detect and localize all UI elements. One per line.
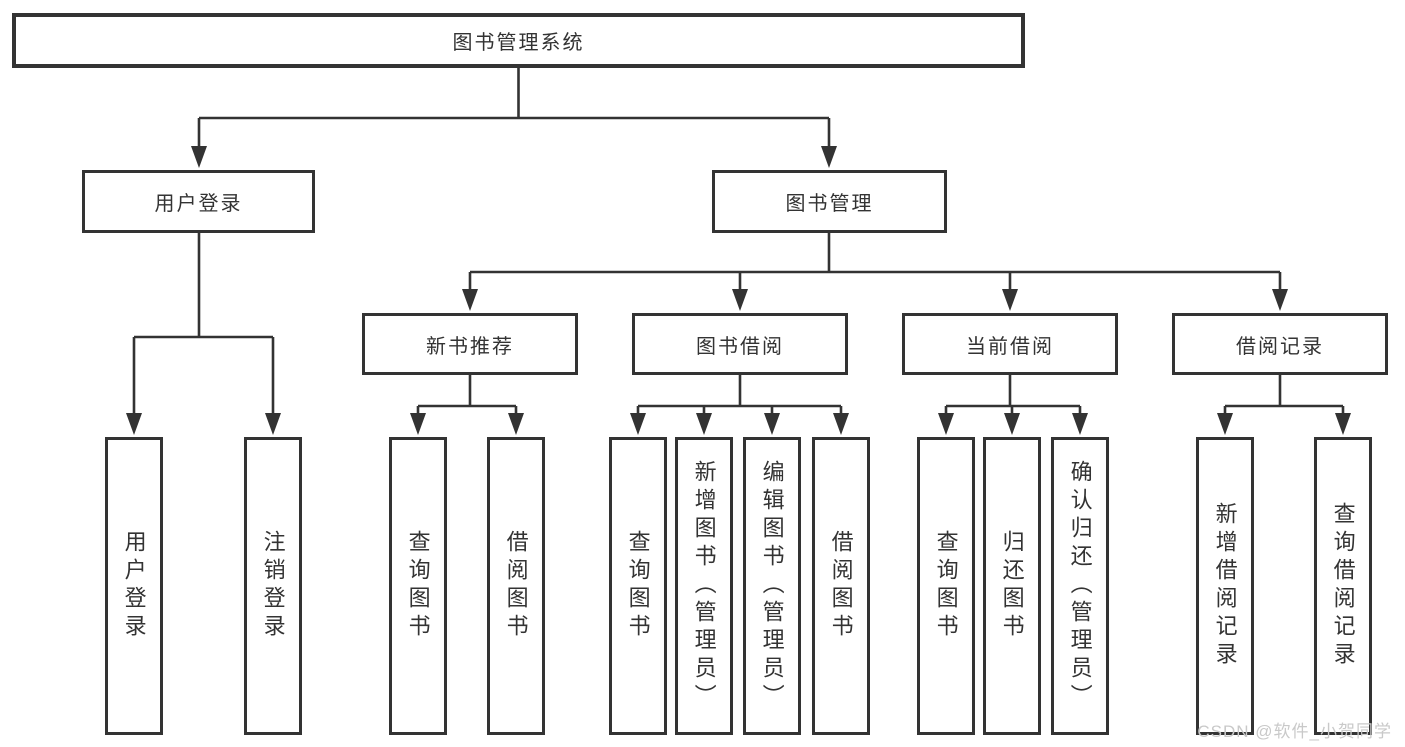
node-new-books-label: 新书推荐 <box>426 335 514 358</box>
node-leaf-current-query-label: 查询图书 <box>933 530 959 642</box>
node-leaf-newbooks-borrow-label: 借阅图书 <box>503 530 529 642</box>
node-leaf-borrow-borrow-label: 借阅图书 <box>828 530 854 642</box>
node-leaf-logout-label: 注销登录 <box>260 530 286 642</box>
node-leaf-newbooks-borrow: 借阅图书 <box>487 437 545 735</box>
node-leaf-records-query: 查询借阅记录 <box>1314 437 1372 735</box>
node-leaf-borrow-query: 查询图书 <box>609 437 667 735</box>
node-leaf-current-query: 查询图书 <box>917 437 975 735</box>
node-user-login: 用户登录 <box>82 170 315 233</box>
node-leaf-current-return-label: 归还图书 <box>999 530 1025 642</box>
node-leaf-records-add: 新增借阅记录 <box>1196 437 1254 735</box>
node-leaf-current-return: 归还图书 <box>983 437 1041 735</box>
node-new-books: 新书推荐 <box>362 313 578 375</box>
node-leaf-borrow-query-label: 查询图书 <box>625 530 651 642</box>
node-leaf-logout: 注销登录 <box>244 437 302 735</box>
node-leaf-records-add-label: 新增借阅记录 <box>1212 502 1238 670</box>
node-book-management-label: 图书管理 <box>785 193 874 215</box>
node-leaf-borrow-edit-label: 编辑图书（管理员） <box>759 460 785 712</box>
watermark: CSDN @软件_小贺同学 <box>1197 722 1392 741</box>
node-leaf-user-login: 用户登录 <box>105 437 163 735</box>
node-leaf-current-confirm: 确认归还（管理员） <box>1051 437 1109 735</box>
node-leaf-borrow-add: 新增图书（管理员） <box>675 437 733 735</box>
node-book-borrowing-label: 图书借阅 <box>696 335 784 358</box>
node-root-label: 图书管理系统 <box>452 32 585 54</box>
node-leaf-user-login-label: 用户登录 <box>121 530 147 642</box>
node-leaf-borrow-add-label: 新增图书（管理员） <box>691 460 717 712</box>
node-book-borrowing: 图书借阅 <box>632 313 848 375</box>
arrowheads <box>126 146 1351 435</box>
node-leaf-borrow-edit: 编辑图书（管理员） <box>743 437 801 735</box>
node-leaf-records-query-label: 查询借阅记录 <box>1330 502 1356 670</box>
node-current-borrowing-label: 当前借阅 <box>966 335 1054 358</box>
node-leaf-newbooks-query-label: 查询图书 <box>405 530 431 642</box>
node-borrowing-records-label: 借阅记录 <box>1236 335 1324 358</box>
node-root: 图书管理系统 <box>12 13 1025 68</box>
node-leaf-borrow-borrow: 借阅图书 <box>812 437 870 735</box>
node-borrowing-records: 借阅记录 <box>1172 313 1388 375</box>
node-user-login-label: 用户登录 <box>154 193 243 215</box>
node-book-management: 图书管理 <box>712 170 947 233</box>
node-leaf-newbooks-query: 查询图书 <box>389 437 447 735</box>
node-leaf-current-confirm-label: 确认归还（管理员） <box>1067 460 1093 712</box>
node-current-borrowing: 当前借阅 <box>902 313 1118 375</box>
